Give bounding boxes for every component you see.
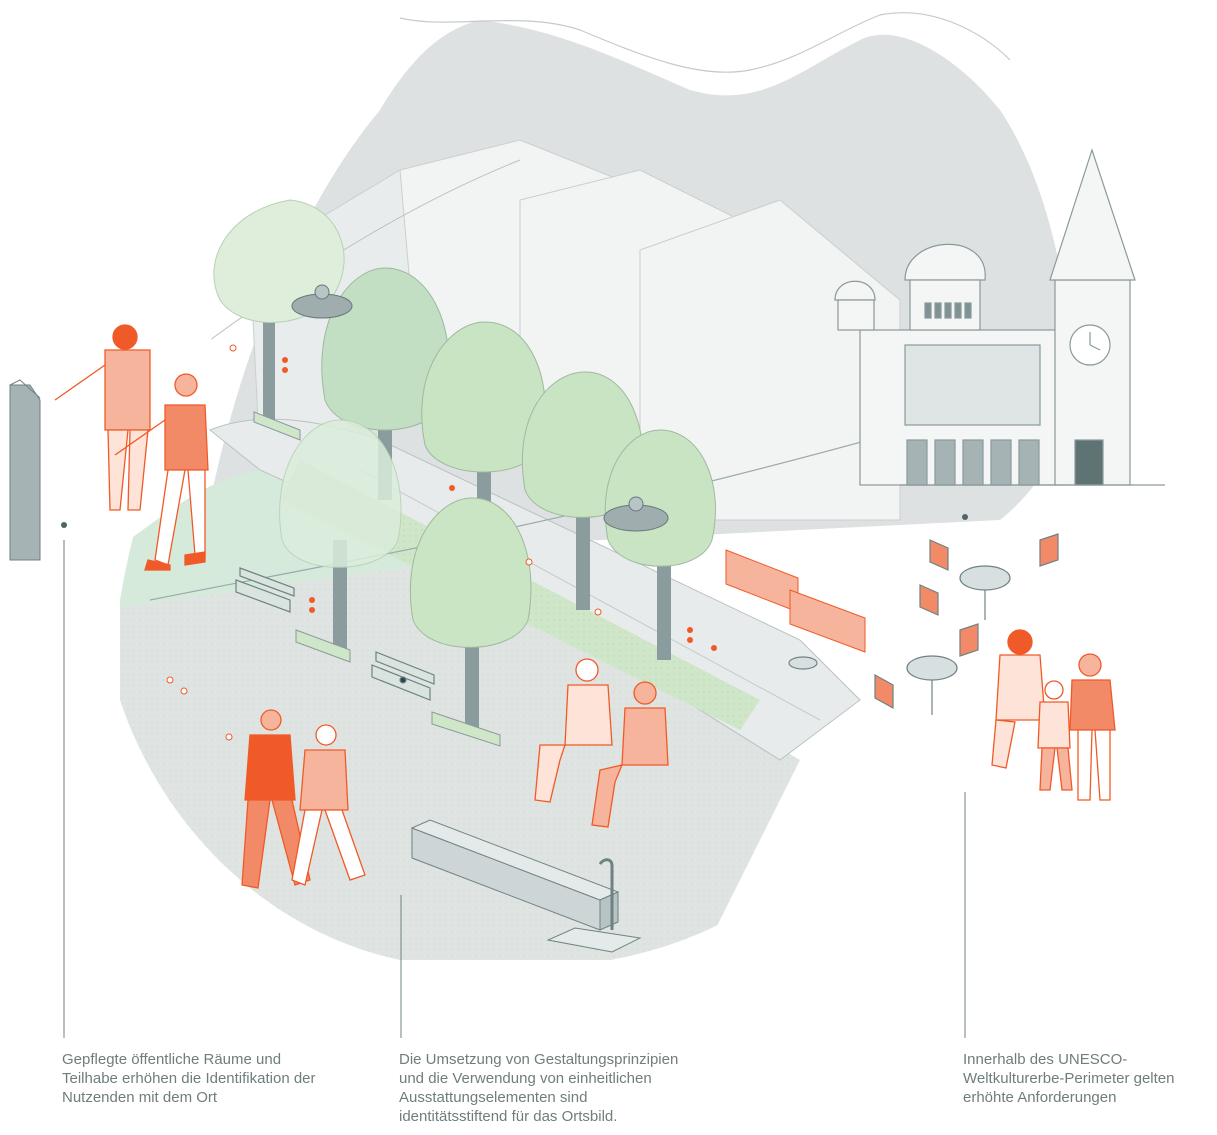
caption-unesco: Innerhalb des UNESCO- Weltkulturerbe-Per… <box>963 1050 1174 1107</box>
family-group <box>991 629 1116 801</box>
fountain-trough <box>410 819 642 953</box>
caption-line: identitätsstiftend für das Ortsbild. <box>399 1108 618 1125</box>
person-pointing <box>54 324 151 511</box>
tree <box>409 497 532 730</box>
awnings <box>725 549 866 653</box>
caption-line: Innerhalb des UNESCO- <box>963 1051 1128 1068</box>
person-seated <box>534 658 613 803</box>
caption-line: Nutzenden mit dem Ort <box>62 1089 218 1106</box>
caption-line: Ausstattungselementen sind <box>399 1089 588 1106</box>
callout-unesco <box>962 514 968 1038</box>
town-hall <box>834 148 1165 486</box>
callout-public-spaces <box>61 522 67 1038</box>
caption-line: Die Umsetzung von Gestaltungsprinzipien <box>399 1051 679 1068</box>
flower-beds <box>166 344 717 747</box>
caption-line: Gepflegte öffentliche Räume und <box>62 1051 282 1068</box>
trees <box>213 199 716 730</box>
people <box>54 324 1116 889</box>
person-walking <box>291 724 366 886</box>
caption-line: Teilhabe erhöhen die Identifikation der <box>62 1070 316 1087</box>
caption-line: erhöhte Anforderungen <box>963 1089 1117 1106</box>
tree <box>421 321 546 530</box>
caption-public-spaces: Gepflegte öffentliche Räume und Teilhabe… <box>62 1050 316 1107</box>
street-lamps <box>291 284 669 532</box>
caption-line: Weltkulturerbe-Perimeter gelten <box>963 1070 1175 1087</box>
tree <box>213 199 345 420</box>
info-stele <box>9 379 41 561</box>
benches <box>235 567 435 701</box>
person-seated <box>591 681 669 828</box>
caption-design-principles: Die Umsetzung von Gestaltungsprinzipien … <box>399 1050 678 1126</box>
person-pointing <box>114 373 209 571</box>
cafe-furniture <box>788 533 1059 715</box>
tree <box>604 429 716 660</box>
caption-line: und die Verwendung von einheitlichen <box>399 1070 652 1087</box>
tree <box>279 419 402 650</box>
